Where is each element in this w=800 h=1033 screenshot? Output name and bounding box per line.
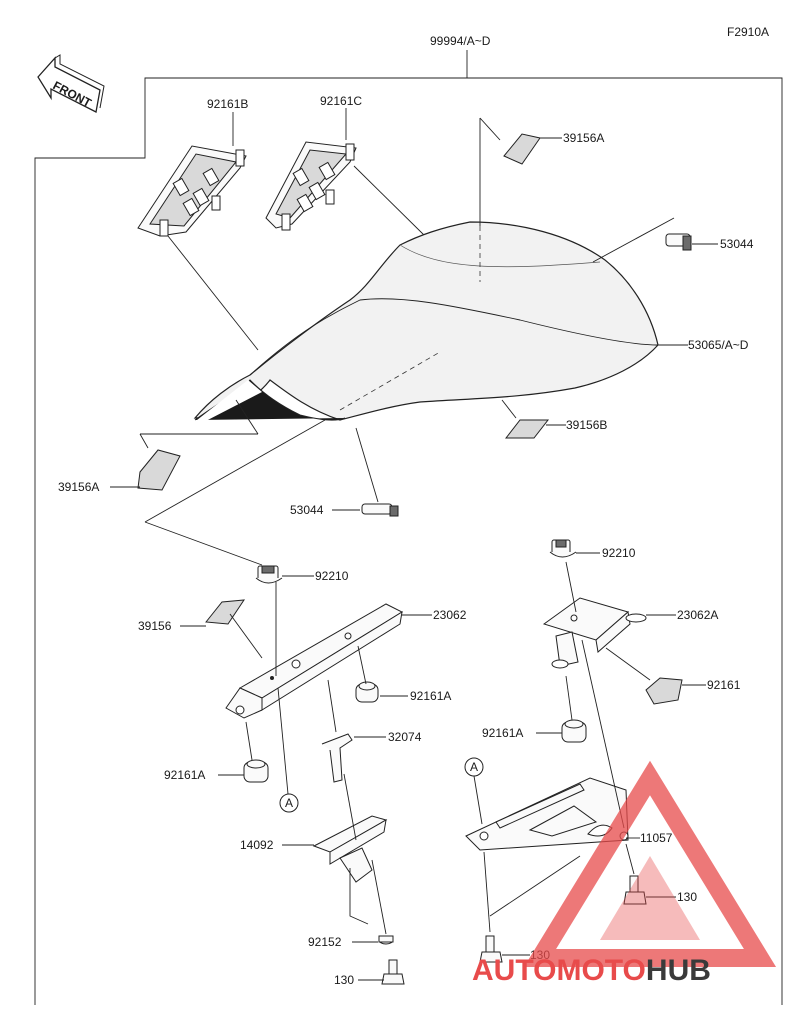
bracket-11057 xyxy=(465,777,629,851)
bolt-130-bottom-left xyxy=(381,959,405,985)
watermark-part2: MOTO xyxy=(556,954,645,987)
pad-92161 xyxy=(645,677,683,705)
damper-92161a-3 xyxy=(561,719,587,743)
label-39156a-left: 39156A xyxy=(58,480,99,494)
stay-32074 xyxy=(321,733,353,783)
label-92161b: 92161B xyxy=(207,97,248,111)
label-53044-mid: 53044 xyxy=(290,503,324,517)
watermark-text: AUTOMOTOHUB xyxy=(472,954,711,987)
label-39156a-top: 39156A xyxy=(563,131,604,145)
bracket-23062 xyxy=(225,603,404,719)
ref-a-right: A xyxy=(470,760,478,774)
label-92161a-3: 92161A xyxy=(482,726,523,740)
label-39156: 39156 xyxy=(138,619,172,633)
clip-53044-mid xyxy=(361,503,399,517)
clip-53044-top xyxy=(665,233,692,251)
label-130-bottom-left: 130 xyxy=(334,973,354,987)
cover-14092 xyxy=(312,815,388,883)
ref-a-left: A xyxy=(285,796,293,810)
damper-92161a-2 xyxy=(243,759,269,783)
pad-39156 xyxy=(205,599,245,625)
label-53044-top: 53044 xyxy=(720,237,754,251)
washer-92152 xyxy=(378,935,394,945)
label-32074: 32074 xyxy=(388,730,422,744)
label-92161c: 92161C xyxy=(320,94,362,108)
label-92161a-2: 92161A xyxy=(164,768,205,782)
label-92161: 92161 xyxy=(707,678,741,692)
damper-plate-92161c xyxy=(265,141,357,231)
label-92210-left: 92210 xyxy=(315,569,349,583)
label-39156b: 39156B xyxy=(566,418,607,432)
watermark-part1: AUTO xyxy=(472,954,556,987)
label-99994: 99994/A~D xyxy=(430,34,491,48)
bolt-130-bottom-right xyxy=(479,935,503,963)
label-23062a: 23062A xyxy=(677,608,718,622)
nut-92210-left xyxy=(255,565,283,584)
label-130-right: 130 xyxy=(677,890,697,904)
seat-cowl-53065 xyxy=(193,221,659,424)
label-92152: 92152 xyxy=(308,935,342,949)
damper-plate-92161b xyxy=(137,145,247,237)
figure-id: F2910A xyxy=(727,25,769,39)
pad-39156a-top xyxy=(503,133,541,165)
label-92210-right: 92210 xyxy=(602,546,636,560)
pad-39156a-left xyxy=(137,449,181,491)
ref-circle-a-left xyxy=(279,793,299,813)
bracket-23062a xyxy=(542,597,647,669)
watermark-part3: HUB xyxy=(646,954,711,987)
label-23062: 23062 xyxy=(433,608,467,622)
label-14092: 14092 xyxy=(240,838,274,852)
front-arrow-icon: FRONT xyxy=(37,54,105,113)
label-11057: 11057 xyxy=(640,831,673,845)
label-92161a-1: 92161A xyxy=(410,689,451,703)
damper-92161a-1 xyxy=(355,681,379,703)
pad-39156b xyxy=(504,419,550,439)
bolt-130-right xyxy=(623,875,647,905)
watermark-logo xyxy=(523,760,777,967)
label-53065: 53065/A~D xyxy=(688,338,749,352)
nut-92210-right xyxy=(549,539,577,558)
assembly-outline: 99994/A~D xyxy=(34,34,783,1005)
